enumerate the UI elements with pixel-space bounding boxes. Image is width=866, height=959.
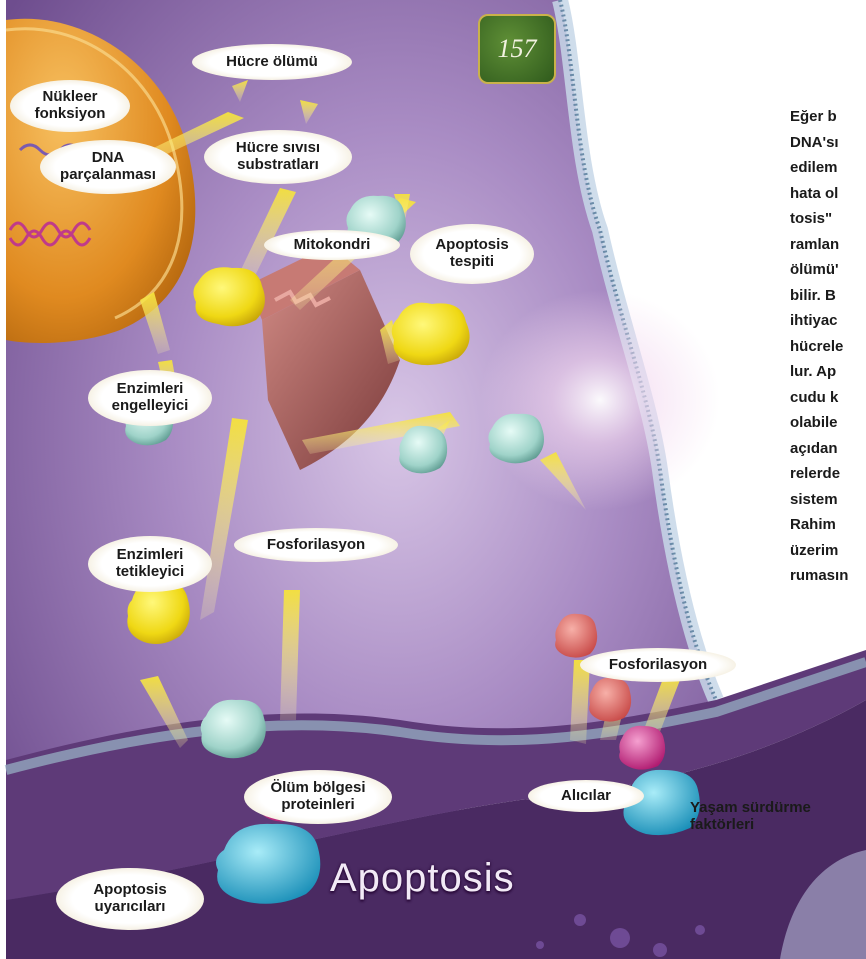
side-text-line: ihtiyac xyxy=(790,308,866,334)
side-text-line: üzerim xyxy=(790,538,866,564)
side-text-line: olabile xyxy=(790,410,866,436)
label-fosforilasyon-left: Fosforilasyon xyxy=(234,528,398,562)
side-text-line: lur. Ap xyxy=(790,359,866,385)
yellow-enzyme-top xyxy=(193,267,264,326)
apoptosis-title: Apoptosis xyxy=(330,856,515,901)
label-yasam-surdurme-faktorleri: Yaşam sürdürme faktörleri xyxy=(690,800,866,846)
label-dna-parcalanmasi: DNA parçalanması xyxy=(40,140,176,194)
teal-protein-right xyxy=(488,414,544,464)
page-number: 157 xyxy=(498,34,537,64)
label-apoptosis-tespiti: Apoptosis tespiti xyxy=(410,224,534,284)
side-text-line: DNA'sı xyxy=(790,130,866,156)
activation-glow xyxy=(480,290,720,510)
label-nukleer-fonksiyon: Nükleer fonksiyon xyxy=(10,80,130,132)
magenta-protein-right xyxy=(619,726,665,770)
label-mitokondri: Mitokondri xyxy=(264,230,400,260)
side-text-line: sistem xyxy=(790,487,866,513)
pink-receptor-2 xyxy=(589,678,631,722)
label-enzimleri-engelleyici: Enzimleri engelleyici xyxy=(88,370,212,426)
pink-receptor-1 xyxy=(555,614,597,658)
label-fosforilasyon-right: Fosforilasyon xyxy=(580,648,736,682)
label-hucre-sivisi-substratlari: Hücre sıvısı substratları xyxy=(204,130,352,184)
label-apoptosis-uyaricilari: Apoptosis uyarıcıları xyxy=(56,868,204,930)
label-hucre-olumu: Hücre ölümü xyxy=(192,44,352,80)
label-olum-bolgesi-proteinleri: Ölüm bölgesi proteinleri xyxy=(244,770,392,824)
label-enzimleri-tetikleyici: Enzimleri tetikleyici xyxy=(88,536,212,592)
side-text-line: hücrele xyxy=(790,334,866,360)
side-text-line: tosis" xyxy=(790,206,866,232)
side-text-line: bilir. B xyxy=(790,283,866,309)
side-text-line: rumasın xyxy=(790,563,866,589)
side-text-line: ölümü' xyxy=(790,257,866,283)
side-text-line: Eğer b xyxy=(790,104,866,130)
side-text-line: edilem xyxy=(790,155,866,181)
side-text-line: Rahim xyxy=(790,512,866,538)
side-text-line: hata ol xyxy=(790,181,866,207)
label-alicilar: Alıcılar xyxy=(528,780,644,812)
side-text-line: ramlan xyxy=(790,232,866,258)
side-text-line: relerde xyxy=(790,461,866,487)
side-text-line: cudu k xyxy=(790,385,866,411)
side-text-line: açıdan xyxy=(790,436,866,462)
yellow-enzyme-right xyxy=(392,303,470,366)
teal-protein-center xyxy=(399,426,447,474)
page-number-badge: 157 xyxy=(478,14,556,84)
